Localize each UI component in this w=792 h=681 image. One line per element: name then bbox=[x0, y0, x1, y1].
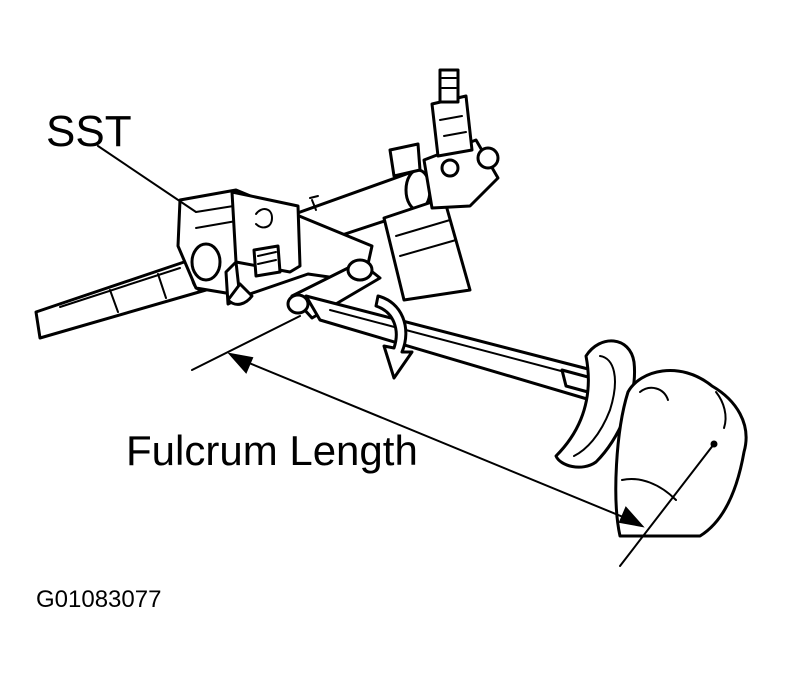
gear-valve-assembly bbox=[388, 68, 500, 210]
hand bbox=[614, 369, 748, 538]
sst-tool-plate bbox=[176, 188, 374, 306]
sst-leader-line bbox=[97, 145, 197, 213]
wrench-grip bbox=[554, 339, 637, 469]
fulcrum-length-dimension bbox=[191, 315, 715, 567]
rotation-arrow bbox=[374, 294, 414, 380]
fulcrum-length-label: Fulcrum Length bbox=[126, 427, 418, 474]
figure-code: G01083077 bbox=[36, 586, 162, 613]
rack-shaft bbox=[34, 256, 212, 340]
sst-label: SST bbox=[46, 107, 132, 156]
